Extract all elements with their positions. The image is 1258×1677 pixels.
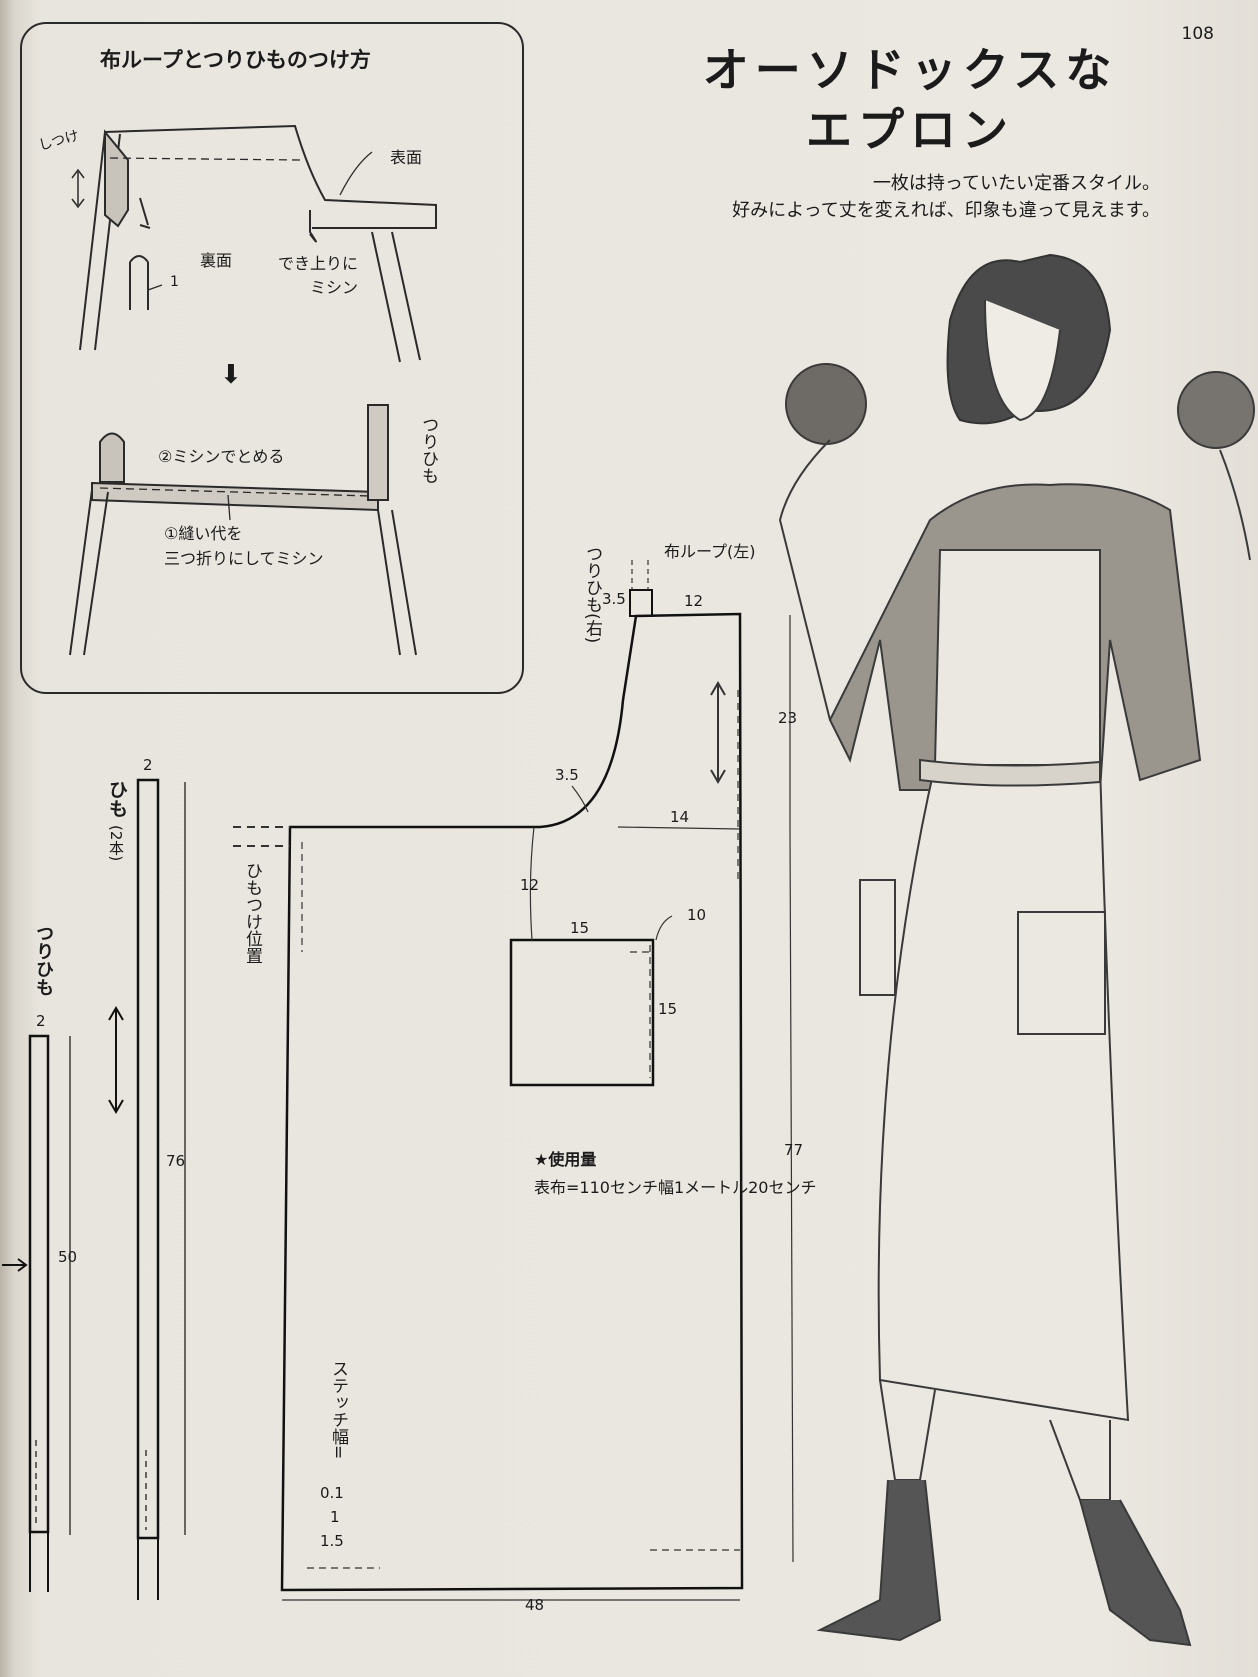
strap-right-label: つりひも(右) (582, 545, 602, 644)
dim-14: 14 (670, 808, 690, 826)
apron-pattern-outline (280, 589, 744, 1592)
fabric-amount: ★使用量 表布=110センチ幅1メートル20センチ (534, 1146, 817, 1202)
inset-upper-diagram (71, 124, 437, 363)
stitch-value-3: 1.5 (320, 1532, 344, 1550)
inset-lower-diagram (69, 404, 417, 656)
dim-pocket-height: 15 (658, 1000, 678, 1018)
dim-48: 48 (525, 1596, 545, 1614)
dim-10: 10 (687, 906, 707, 924)
step-1-line-2: 三つ折りにしてミシン (164, 549, 324, 568)
right-side-label: 表面 (390, 148, 423, 167)
stitch-value-1: 0.1 (320, 1484, 344, 1502)
strap-label: つりひも (33, 924, 54, 996)
subtitle-line-2: 好みによって丈を変えれば、印象も違って見えます。 (732, 200, 1160, 221)
strap-pattern (2, 1034, 71, 1592)
down-arrow-icon: ⬇ (220, 360, 242, 390)
page-title: オーソドックスな エプロン (680, 40, 1140, 160)
stitch-value-2: 1 (330, 1508, 340, 1526)
wrong-side-label: 裏面 (200, 251, 233, 270)
subtitle-line-1: 一枚は持っていたい定番スタイル。 (872, 173, 1160, 194)
strap-label-inset: つりひも (418, 416, 438, 484)
tie-count: (2本) (107, 825, 125, 862)
dim-12-top: 12 (684, 592, 704, 610)
title-line-1: オーソドックスな (702, 43, 1118, 97)
woman-illustration (778, 253, 1255, 1647)
fabric-amount-value: 表布=110センチ幅1メートル20センチ (534, 1178, 817, 1197)
stitch-finish-line-2: ミシン (310, 278, 359, 297)
dim-12-side: 12 (520, 876, 540, 894)
step-1-line-1: ①縫い代を (164, 524, 243, 543)
stitch-width-label: ステッチ幅= (328, 1360, 348, 1460)
inset-title: 布ループとつりひものつけ方 (100, 48, 371, 72)
title-line-2: エプロン (806, 103, 1014, 157)
tie-label: ひも (106, 780, 128, 818)
page-number: 108 (1181, 24, 1214, 44)
loop-left-label: 布ループ(左) (664, 542, 756, 561)
fabric-amount-label: ★使用量 (534, 1150, 597, 1169)
dimension-1-label: 1 (170, 274, 179, 290)
step-2-label: ②ミシンでとめる (158, 447, 285, 466)
page-subtitle: 一枚は持っていたい定番スタイル。 好みによって丈を変えれば、印象も違って見えます… (640, 170, 1160, 224)
tie-length: 76 (166, 1152, 186, 1170)
tie-position-label: ひもつけ位置 (242, 862, 262, 964)
pattern-helper-lines (233, 560, 794, 1601)
dim-77: 77 (784, 1141, 804, 1159)
tie-width: 2 (143, 756, 153, 774)
dim-23: 23 (778, 709, 798, 727)
strap-width: 2 (36, 1012, 46, 1030)
instruction-inset-box (20, 22, 524, 694)
dim-3-5-curve: 3.5 (555, 766, 579, 784)
stitch-finish-line-1: でき上りに (278, 254, 359, 273)
strap-length: 50 (58, 1248, 78, 1266)
tie-pattern (108, 778, 186, 1600)
dim-3-5-top: 3.5 (602, 590, 626, 608)
dim-pocket-width: 15 (570, 919, 590, 937)
